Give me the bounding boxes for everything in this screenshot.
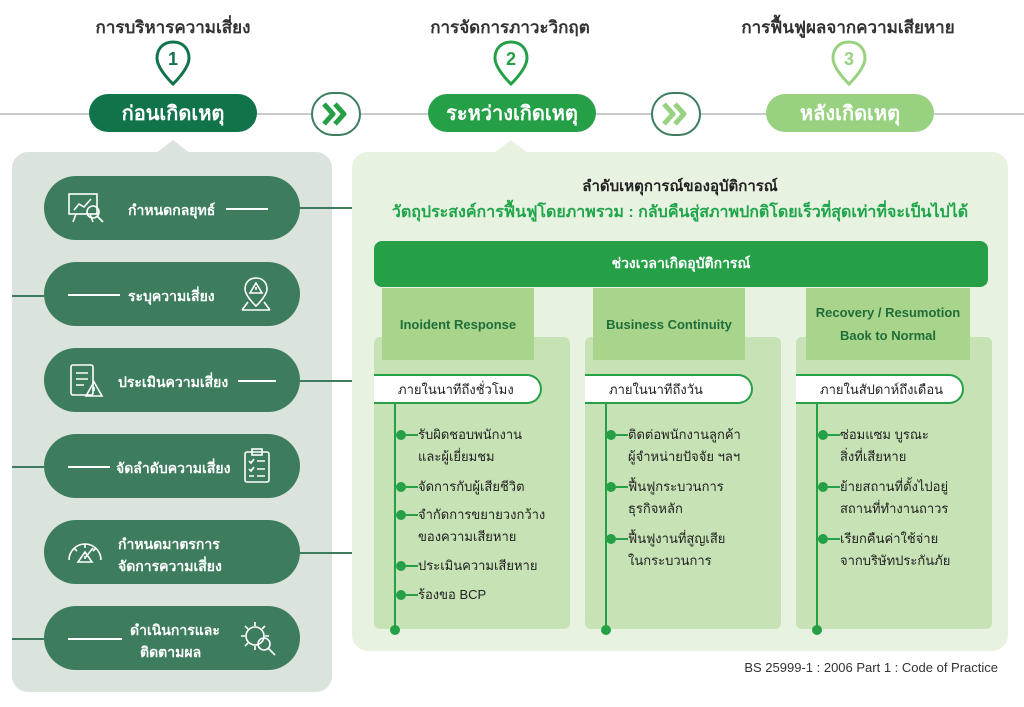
recovery-timeframe: ภายในสัปดาห์ถึงเดือน xyxy=(796,374,964,404)
strategy-chart-icon xyxy=(68,193,104,223)
phase-2-number: 2 xyxy=(506,49,516,69)
col-3-timeline xyxy=(816,404,818,630)
risk-management-panel xyxy=(12,152,332,692)
step-1-pin-icon: 1 xyxy=(155,40,191,86)
incident-period-bar: ช่วงเวลาเกิดอุบัติการณ์ xyxy=(374,241,988,287)
list-item: ฟื้นฟูกระบวนการธุรกิจหลัก xyxy=(606,476,724,520)
col-2-heading-text: Business Continuity xyxy=(606,316,732,332)
list-item: รับผิดชอบพนักงานและผู้เยี่ยมชม xyxy=(396,424,522,468)
risk-checklist-icon xyxy=(70,364,104,397)
phase-1-pill: ก่อนเกิดเหตุ xyxy=(89,94,257,132)
step-connector xyxy=(12,295,44,297)
col-3-heading-line-1: Recovery / Resumotion xyxy=(815,305,961,320)
list-item: เรียกคืนค่าใช้จ่ายจากบริษัทประกันภัย xyxy=(818,528,950,572)
sequence-title: ลำดับเหตุการณ์ของอุบัติการณ์ xyxy=(582,178,778,195)
col-2-end-dot xyxy=(601,625,611,635)
col-3-heading-line-2: Baok to Normal xyxy=(839,328,937,343)
step-6-line xyxy=(68,638,122,640)
step-4-label: จัดลำดับความเสี่ยง xyxy=(116,460,231,476)
step-5-label-1: กำหนดมาตรการ xyxy=(118,536,220,552)
risk-location-icon xyxy=(241,277,271,311)
gear-search-icon xyxy=(241,622,276,656)
incident-response-heading: Inoident Response xyxy=(382,288,534,360)
panel-notch xyxy=(493,140,529,154)
step-assess-risk: ประเมินความเสี่ยง xyxy=(44,348,300,412)
step-5-label-2: จัดการความเสี่ยง xyxy=(118,558,222,574)
step-define-measures: กำหนดมาตรการ จัดการความเสี่ยง xyxy=(44,520,300,584)
step-1-line xyxy=(226,208,268,210)
list-item: จำกัดการขยายวงกว้างของความเสียหาย xyxy=(396,504,545,548)
col-2-timeline xyxy=(605,404,607,630)
step-define-strategy: กำหนดกลยุทธ์ xyxy=(44,176,300,240)
step-connector xyxy=(12,466,44,468)
phase-2-pill: ระหว่างเกิดเหตุ xyxy=(428,94,596,132)
step-2-label: ระบุความเสี่ยง xyxy=(128,288,215,304)
list-item: ซ่อมแซม บูรณะสิ่งที่เสียหาย xyxy=(818,424,929,468)
step-connector xyxy=(298,207,352,209)
list-item: จัดการกับผู้เสียชีวิต xyxy=(396,476,525,498)
list-item: ประเมินความเสียหาย xyxy=(396,555,537,577)
step-4-line xyxy=(68,466,110,468)
phase-3-title: การฟื้นฟูผลจากความเสียหาย xyxy=(741,18,955,37)
recovery-objective: วัตถุประสงค์การฟื้นฟูโดยภาพรวม : กลับคืน… xyxy=(391,204,969,221)
list-item: ติดต่อพนักงานลูกค้าผู้จำหน่ายปัจจัย ฯลฯ xyxy=(606,424,741,468)
double-chevron-icon xyxy=(651,92,701,136)
col-1-end-dot xyxy=(390,625,400,635)
priority-clipboard-icon xyxy=(244,448,270,483)
step-execute-monitor: ดำเนินการและ ติดตามผล xyxy=(44,606,300,670)
step-3-label: ประเมินความเสี่ยง xyxy=(118,374,229,390)
incident-response-timeframe: ภายในนาทีถึงชั่วโมง xyxy=(374,374,542,404)
phase-3-pill: หลังเกิดเหตุ xyxy=(766,94,934,132)
phase-1-title: การบริหารความเสี่ยง xyxy=(95,18,251,37)
list-item: ฟื้นฟูงานที่สูญเสียในกระบวนการ xyxy=(606,528,725,572)
step-3-pin-icon: 3 xyxy=(831,40,867,86)
list-item: ย้ายสถานที่ตั้งไปอยู่สถานที่ทำงานถาวร xyxy=(818,476,948,520)
phase-1-number: 1 xyxy=(168,49,178,69)
step-identify-risk: ระบุความเสี่ยง xyxy=(44,262,300,326)
phase-2-title: การจัดการภาวะวิกฤต xyxy=(430,18,590,37)
step-2-line xyxy=(68,294,120,296)
step-6-label-2: ติดตามผล xyxy=(140,644,202,660)
double-chevron-icon xyxy=(311,92,361,136)
col-3-end-dot xyxy=(812,625,822,635)
risk-gauge-icon xyxy=(68,543,102,563)
step-6-label-1: ดำเนินการและ xyxy=(130,622,220,638)
business-continuity-timeframe: ภายในนาทีถึงวัน xyxy=(585,374,753,404)
phase-3-number: 3 xyxy=(844,49,854,69)
step-prioritize-risk: จัดลำดับความเสี่ยง xyxy=(44,434,300,498)
col-1-timeline xyxy=(394,404,396,630)
step-1-label: กำหนดกลยุทธ์ xyxy=(128,202,216,218)
list-item: ร้องขอ BCP xyxy=(396,584,486,606)
step-2-pin-icon: 2 xyxy=(493,40,529,86)
step-connector xyxy=(12,638,44,640)
reference-citation: BS 25999-1 : 2006 Part 1 : Code of Pract… xyxy=(744,660,998,675)
panel-notch xyxy=(155,140,191,154)
step-3-line xyxy=(238,380,276,382)
business-continuity-heading: Business Continuity xyxy=(593,288,745,360)
step-connector xyxy=(298,380,352,382)
col-1-heading-text: Inoident Response xyxy=(399,316,517,332)
step-connector xyxy=(298,552,352,554)
